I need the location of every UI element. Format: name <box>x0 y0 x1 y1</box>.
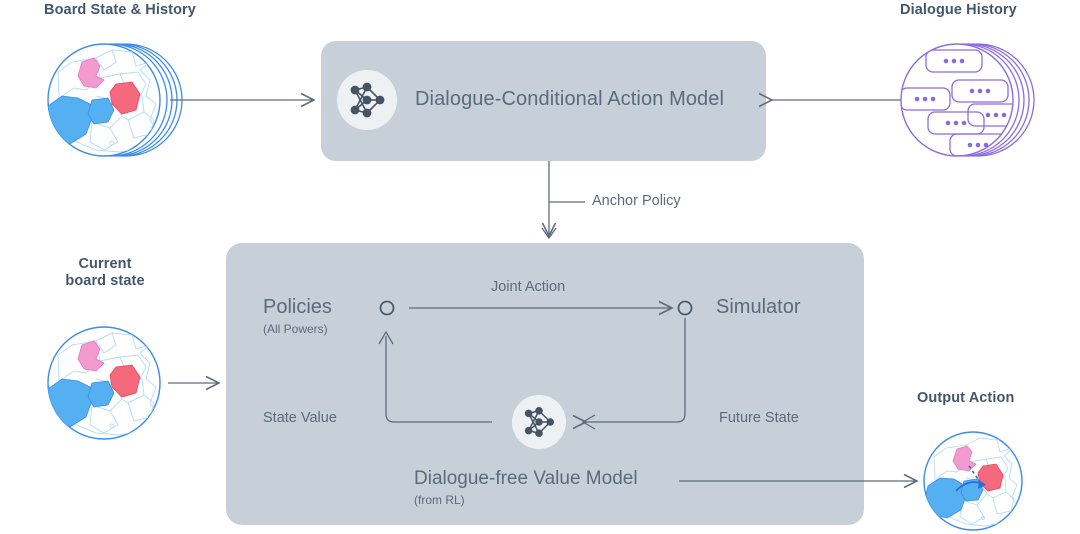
simulator-label: Simulator <box>716 296 801 318</box>
map-region-blue-france <box>87 97 115 125</box>
state-value-arrowhead <box>378 330 394 345</box>
output-action-label: Output Action <box>917 390 1015 406</box>
neural-network-icon <box>350 82 385 118</box>
future-state-arrowhead <box>581 414 596 430</box>
output-action-map <box>924 434 1020 527</box>
policies-label: Policies <box>263 296 332 318</box>
anchor-policy-arrowhead <box>541 227 557 240</box>
policies-sublabel: (All Powers) <box>263 322 328 336</box>
dialogue-free-value-model-label: Dialogue-free Value Model <box>414 468 638 489</box>
top-box <box>321 41 766 161</box>
future-state-path <box>586 318 686 422</box>
dialogue-history-label: Dialogue History <box>900 2 1017 18</box>
policies-node <box>379 300 395 316</box>
board-state-history-label: Board State & History <box>44 2 196 18</box>
current-board-state-line1: Current <box>78 256 132 272</box>
state-value-path <box>385 336 492 423</box>
dialogue-free-value-model-sublabel: (from RL) <box>414 493 465 507</box>
board-state-map <box>48 45 159 153</box>
map-region-red <box>109 81 141 115</box>
anchor-policy-label: Anchor Policy <box>592 193 681 209</box>
neural-network-icon <box>524 406 555 438</box>
simulator-node <box>677 300 693 316</box>
future-state-label: Future State <box>719 410 799 426</box>
joint-action-label: Joint Action <box>491 279 566 295</box>
dialogue-conditional-action-model-label: Dialogue-Conditional Action Model <box>415 88 725 110</box>
top-model-icon-container <box>337 70 397 130</box>
map-region-pink-england <box>77 57 105 89</box>
value-model-icon-container <box>512 395 566 449</box>
current-board-state-line2: board state <box>65 273 145 289</box>
current-board-state-label: Current board state <box>44 256 166 290</box>
state-value-label: State Value <box>263 410 337 426</box>
current-board-map <box>48 328 159 436</box>
